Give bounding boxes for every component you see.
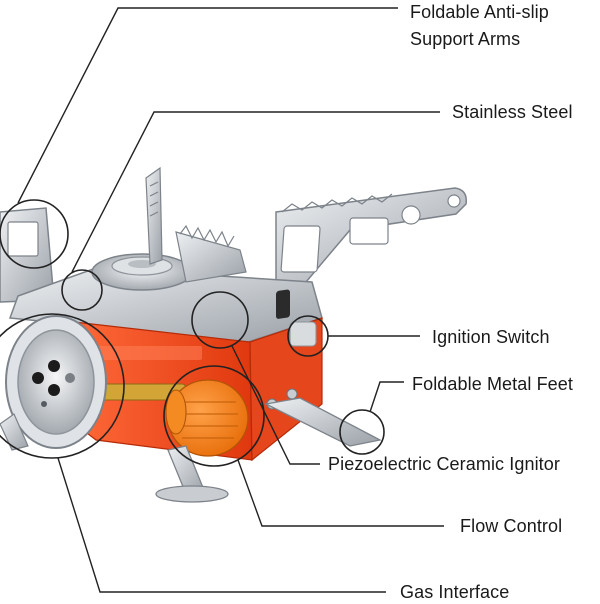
callout-circle-flow [163,365,265,467]
label-gas-interface: Gas Interface [400,582,510,602]
leader-ignitor [231,345,320,465]
label-metal-feet: Foldable Metal Feet [412,374,573,394]
metal-foot-left [0,413,29,451]
arm-hole [280,225,321,273]
callout-circle-stainless-steel [61,269,103,311]
arm-hole [447,194,461,208]
pot-support [175,231,247,283]
callout-circle-gas [0,313,125,459]
label-support-arms-line1: Foldable Anti-slip [410,2,549,22]
metal-foot-right [263,397,382,447]
callout-circle-feet [339,409,385,455]
ignition-switch-button [276,289,290,319]
arm-hole [401,205,421,225]
callout-circle-ignitor [191,291,249,349]
leader-flow [237,459,444,527]
label-support-arms-line2: Support Arms [410,29,521,49]
metal-foot-pad [155,485,229,503]
label-ceramic-ignitor: Piezoelectric Ceramic Ignitor [328,454,560,474]
label-flow-control: Flow Control [460,516,563,536]
pot-support [145,166,163,265]
arm-hole [349,217,389,245]
leader-support-arms [17,7,398,204]
leader-stainless-steel [71,111,440,273]
leader-gas [57,457,386,593]
label-stainless-steel: Stainless Steel [452,102,573,122]
label-ignition-switch: Ignition Switch [432,327,550,347]
callout-circle-support-arms [0,199,69,269]
leader-feet [369,381,404,413]
